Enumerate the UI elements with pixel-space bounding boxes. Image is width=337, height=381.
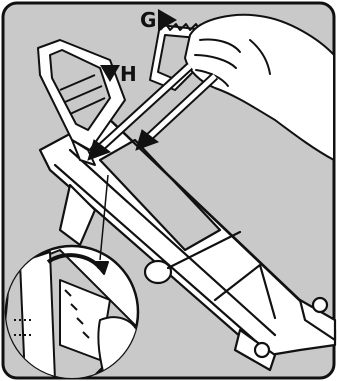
callout-g-label: G (140, 8, 156, 32)
callout-h-label: H (120, 62, 137, 86)
